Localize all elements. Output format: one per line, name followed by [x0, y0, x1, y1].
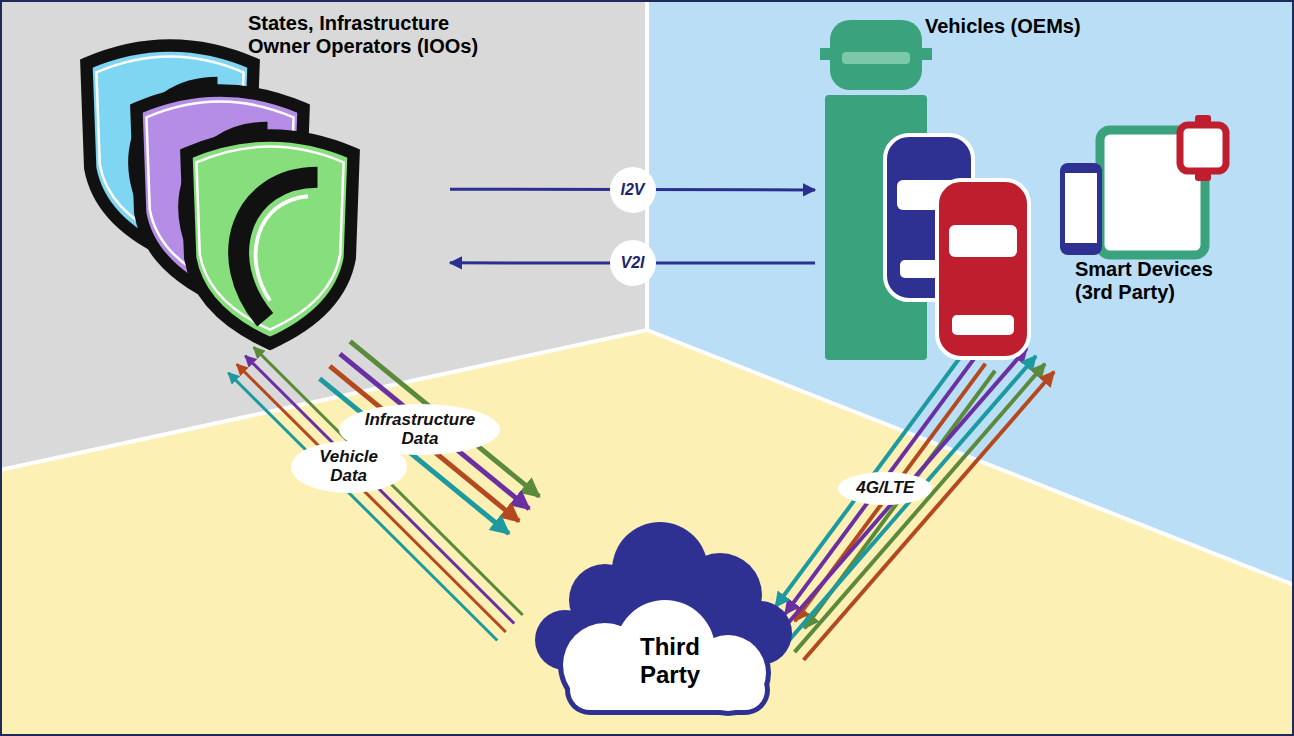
node-label: States, Infrastructure Owner Operators (…	[248, 12, 498, 58]
data-flow-connector	[320, 341, 540, 533]
node-label: Third Party	[615, 633, 725, 688]
connector-strand	[785, 356, 976, 614]
connector-strand	[245, 356, 514, 624]
edge-label: I2V	[610, 167, 656, 213]
cloud-node: Third Party	[510, 515, 790, 720]
third-party-region	[0, 330, 1294, 736]
shield-icon	[186, 136, 353, 344]
car-icon	[937, 180, 1029, 358]
connector-strand	[804, 372, 1054, 660]
connector-strand	[254, 347, 523, 615]
shield-icons	[70, 25, 450, 360]
node-label: Smart Devices (3rd Party)	[1075, 258, 1225, 304]
front-cloud	[563, 600, 766, 711]
data-flow-connector	[228, 347, 522, 640]
device-icons	[1052, 115, 1232, 310]
car-icon	[949, 225, 1017, 257]
data-flow-connector	[776, 348, 1054, 660]
phone-icon	[1065, 173, 1097, 243]
connector-strand	[776, 349, 967, 607]
data-flow-connector	[776, 349, 996, 628]
node-label: Vehicles (OEMs)	[925, 15, 1155, 38]
front-cloud-outline	[558, 595, 771, 716]
connector-strand	[795, 364, 1045, 652]
cloud-icon	[510, 515, 790, 720]
shield-icon	[196, 147, 343, 330]
watch-icon	[1180, 115, 1226, 181]
truck-icon	[842, 52, 910, 64]
edge-label-holder: I2V	[610, 167, 656, 213]
edge-label-holder: V2I	[610, 240, 656, 286]
connector-strand	[785, 356, 1035, 644]
car-icon	[952, 315, 1014, 335]
truck-icon	[830, 20, 922, 90]
shield-icon	[186, 136, 353, 344]
phone-icon	[1060, 163, 1102, 255]
edge-label: V2I	[610, 240, 656, 286]
infrastructure-group: States, Infrastructure Owner Operators (…	[70, 25, 450, 360]
device-group: Smart Devices (3rd Party)	[1052, 115, 1232, 310]
edge-label: 4G/LTE	[838, 472, 932, 505]
watch-icon	[1180, 125, 1226, 171]
edge-label-holder: 4G/LTE	[838, 472, 932, 505]
shield-icon	[256, 196, 308, 301]
connector-strand	[237, 364, 506, 632]
connector-strand	[776, 348, 1026, 636]
vehicle-group: Vehicles (OEMs)	[815, 10, 1045, 360]
edge-label-holder: Vehicle Data	[291, 441, 407, 492]
phone-icon	[1060, 163, 1102, 255]
car-icon	[937, 180, 1029, 358]
edge-label: Vehicle Data	[291, 441, 407, 492]
shield-icon	[239, 177, 318, 320]
vehicle-icons	[815, 10, 1045, 360]
